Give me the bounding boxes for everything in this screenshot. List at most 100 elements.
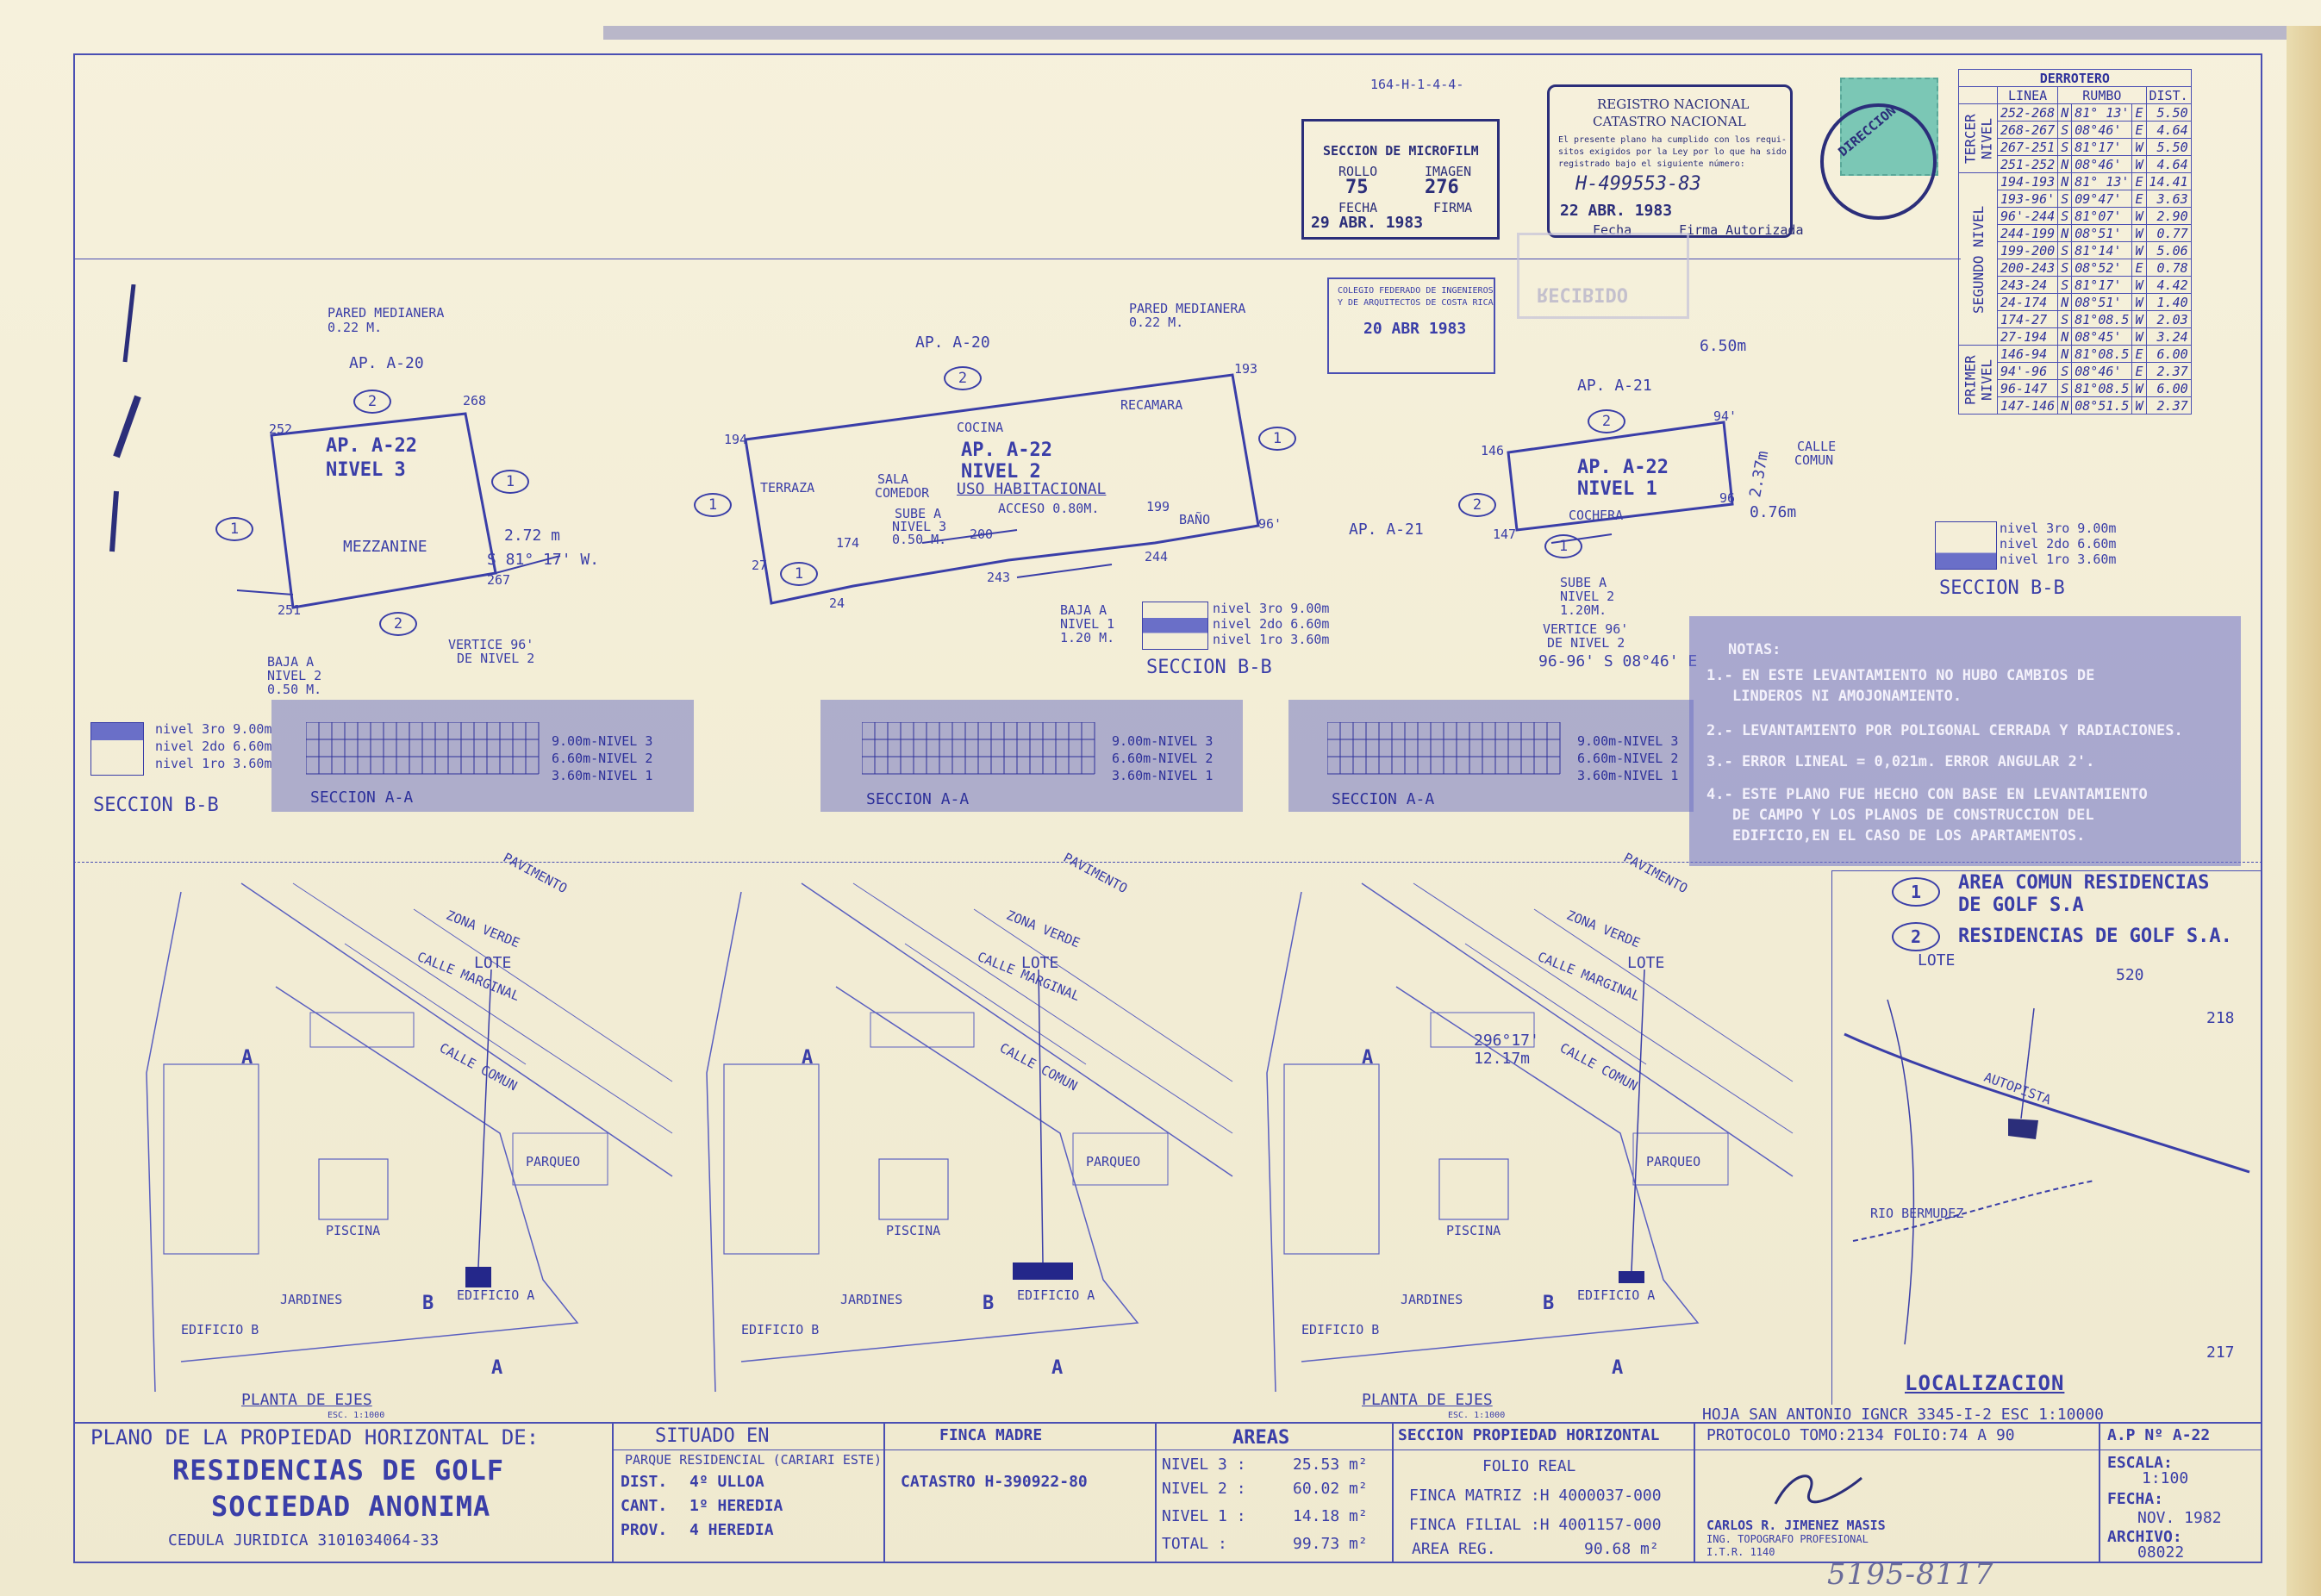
site-marker-a-top: A bbox=[241, 1047, 253, 1069]
registro-stamp: REGISTRO NACIONAL CATASTRO NACIONAL El p… bbox=[1547, 84, 1804, 238]
derrotero-cell: N bbox=[2057, 172, 2073, 190]
level-2-label-right: nivel 2do 6.60m bbox=[2000, 536, 2117, 552]
circle-2-n1-top: 2 bbox=[1588, 409, 1625, 433]
microfilm-date: 29 ABR. 1983 bbox=[1311, 214, 1424, 232]
derrotero-cell: 5.50 bbox=[2145, 103, 2192, 122]
n1-sube2: NIVEL 2 bbox=[1560, 589, 1615, 604]
derrotero-title: DERROTERO bbox=[1958, 69, 2192, 87]
legend-1b: DE GOLF S.A bbox=[1958, 895, 2084, 916]
colegio-line1: COLEGIO FEDERADO DE INGENIEROS bbox=[1338, 286, 1494, 296]
tb-dist: 4º ULLOA bbox=[689, 1473, 764, 1491]
tb-name2: SOCIEDAD ANONIMA bbox=[211, 1490, 491, 1523]
seccion-aa-2: SECCION A-A bbox=[866, 790, 970, 808]
n2-cocina: COCINA bbox=[957, 420, 1004, 435]
imagen-value: 276 bbox=[1425, 177, 1459, 198]
recibido-stamp: RECIBIDO bbox=[1517, 233, 1689, 319]
site-esc: ESC. 1:1000 bbox=[328, 1411, 385, 1420]
tb-col-6 bbox=[2099, 1422, 2100, 1563]
circle-2-n2: 2 bbox=[944, 366, 982, 390]
section-grid-3 bbox=[1327, 722, 1561, 775]
seal-circle: DIRECCION bbox=[1820, 103, 1937, 220]
localization-panel bbox=[1831, 870, 2262, 1405]
n2-pared-dim: 0.22 M. bbox=[1129, 315, 1184, 330]
tb-a2-l: NIVEL 2 : bbox=[1162, 1480, 1246, 1498]
derrotero-cell: S bbox=[2057, 190, 2073, 208]
registro-line4: sitos exigidos por la Ley por lo que ha … bbox=[1558, 147, 1787, 157]
n3-p268: 268 bbox=[463, 393, 487, 408]
seccion-bb-right: SECCION B-B bbox=[1939, 577, 2065, 599]
n1-p96: 96 bbox=[1719, 490, 1736, 506]
site-plan-drawing bbox=[706, 882, 1233, 1393]
n2-pared: PARED MEDIANERA bbox=[1129, 301, 1246, 316]
tb-ap: A.P Nº A-22 bbox=[2107, 1426, 2211, 1444]
level-1-label-right: nivel 1ro 3.60m bbox=[2000, 552, 2117, 567]
n1-calle: CALLE bbox=[1797, 439, 1837, 454]
n1-apa21: AP. A-21 bbox=[1349, 521, 1424, 539]
derrotero-cell: 81°07' bbox=[2071, 207, 2133, 225]
derrotero-cell: 200-243 bbox=[1996, 259, 2059, 277]
level-1-label-mid: nivel 1ro 3.60m bbox=[1213, 632, 1330, 647]
note-4: 4.- ESTE PLANO FUE HECHO CON BASE EN LEV… bbox=[1706, 786, 2148, 803]
derrotero-cell: 2.90 bbox=[2145, 207, 2192, 225]
microfilm-stamp: SECCION DE MICROFILM ROLLO IMAGEN 75 276… bbox=[1301, 119, 1500, 240]
note-4c: EDIFICIO,EN EL CASO DE LOS APARTAMENTOS. bbox=[1732, 827, 2086, 845]
n1-p146: 146 bbox=[1481, 443, 1505, 458]
n1-comun: COMUN bbox=[1794, 452, 1834, 468]
registro-firma-label: Firma Autorizada bbox=[1679, 222, 1804, 238]
n3-title: AP. A-22 bbox=[326, 435, 417, 457]
site-marker-a: A bbox=[1612, 1357, 1624, 1379]
top-code: 164-H-1-4-4- bbox=[1370, 77, 1464, 92]
derrotero-cell: E bbox=[2131, 190, 2147, 208]
derrotero-cell: 81°08.5 bbox=[2071, 379, 2133, 397]
n2-p244: 244 bbox=[1145, 549, 1169, 564]
tb-seccion: SECCION PROPIEDAD HORIZONTAL bbox=[1398, 1426, 1660, 1444]
derrotero-cell: 146-94 bbox=[1996, 345, 2059, 363]
stair-n3 bbox=[236, 589, 294, 595]
derrotero-cell: W bbox=[2131, 276, 2147, 294]
firma-label: FIRMA bbox=[1433, 200, 1473, 215]
level-3-label-mid: nivel 3ro 9.00m bbox=[1213, 601, 1330, 616]
sec3-r1: 3.60m-NIVEL 1 bbox=[1577, 768, 1679, 783]
tb-a1-l: NIVEL 1 : bbox=[1162, 1507, 1246, 1525]
n3-baja3: 0.50 M. bbox=[267, 682, 322, 697]
n3-p252: 252 bbox=[269, 421, 293, 437]
n3-pared: PARED MEDIANERA bbox=[328, 305, 445, 321]
n1-sub: NIVEL 1 bbox=[1577, 478, 1657, 500]
n1-dim3: 0.76m bbox=[1750, 503, 1797, 521]
derrotero-cell: 27-194 bbox=[1996, 327, 2059, 346]
derrotero-cell: 3.63 bbox=[2145, 190, 2192, 208]
derrotero-cell: W bbox=[2131, 138, 2147, 156]
unit-outline-n1 bbox=[1507, 421, 1734, 532]
n2-uso: USO HABITACIONAL bbox=[957, 480, 1107, 498]
tb-fecha-l: FECHA: bbox=[2107, 1490, 2164, 1508]
unit-outline-n2 bbox=[744, 373, 1260, 605]
hoja-text: HOJA SAN ANTONIO IGNCR 3345-I-2 ESC 1:10… bbox=[1702, 1406, 2104, 1424]
sec2-r1: 3.60m-NIVEL 1 bbox=[1112, 768, 1214, 783]
scan-edge-top bbox=[603, 26, 2321, 40]
plan-nivel-2 bbox=[744, 373, 1260, 605]
col-rumbo: RUMBO bbox=[2057, 86, 2147, 104]
tb-finca: FINCA MADRE bbox=[939, 1426, 1043, 1444]
n2-baja: BAJA A bbox=[1060, 602, 1107, 618]
seccion-aa-panel-1 bbox=[271, 700, 694, 812]
sec1-r1: 3.60m-NIVEL 1 bbox=[552, 768, 653, 783]
derrotero-cell: 243-24 bbox=[1996, 276, 2059, 294]
tb-name1: RESIDENCIAS DE GOLF bbox=[172, 1454, 505, 1487]
registro-line1: REGISTRO NACIONAL bbox=[1597, 97, 1750, 112]
site-edificio-b: EDIFICIO B bbox=[1301, 1322, 1380, 1337]
legend-circle-1: 1 bbox=[1892, 877, 1940, 907]
n2-recamara: RECAMARA bbox=[1120, 397, 1183, 413]
loc-lote: LOTE bbox=[1918, 951, 1956, 969]
derrotero-cell: 5.06 bbox=[2145, 241, 2192, 259]
n2-sube3: 0.50 M. bbox=[892, 532, 947, 547]
derrotero-cell: W bbox=[2131, 155, 2147, 173]
sec3-r2: 6.60m-NIVEL 2 bbox=[1577, 751, 1679, 766]
col-dist: DIST. bbox=[2145, 86, 2192, 104]
registro-date: 22 ABR. 1983 bbox=[1560, 202, 1673, 220]
n2-p243: 243 bbox=[987, 570, 1011, 585]
lote-fill bbox=[1619, 1271, 1644, 1283]
